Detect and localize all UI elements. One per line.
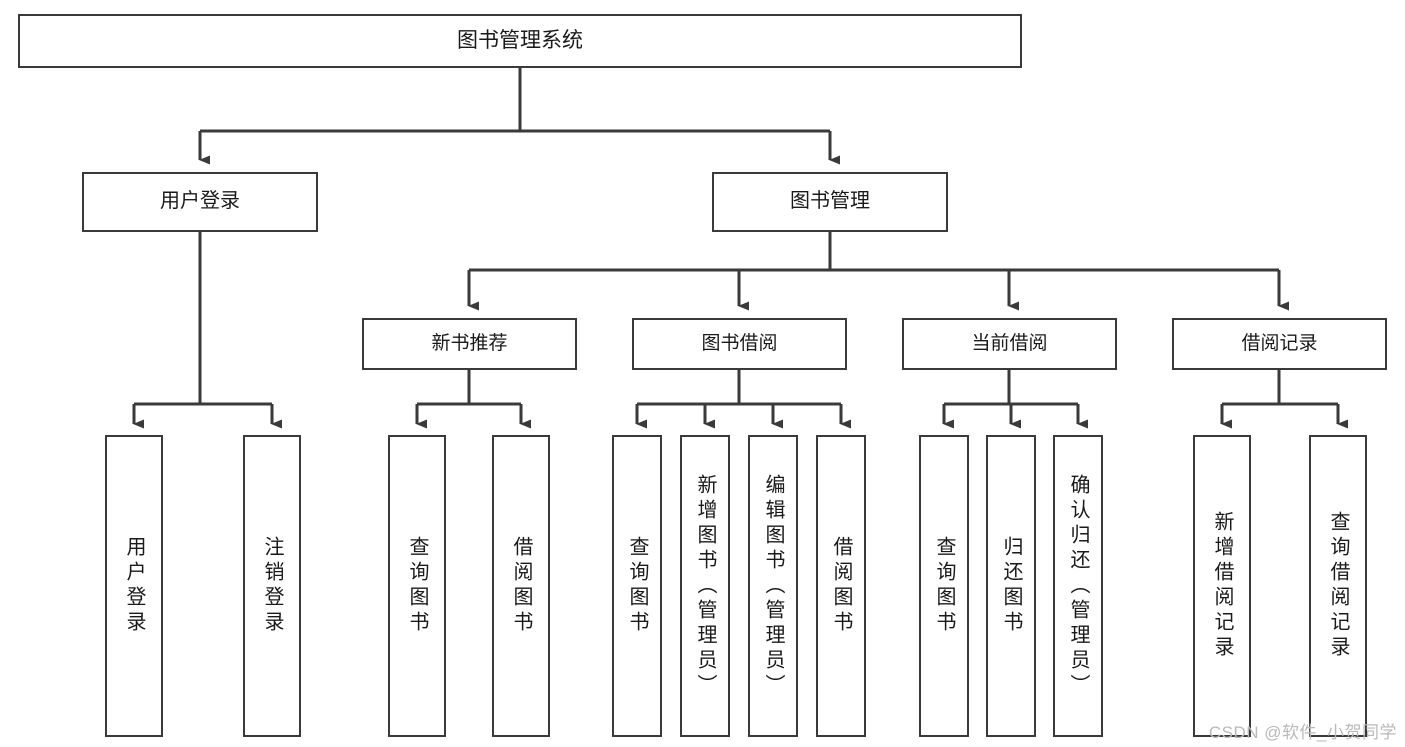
watermark: CSDN @软件_小贺同学	[1208, 723, 1397, 742]
node-user-login[interactable]: 用户登录	[82, 172, 318, 232]
node-book-management-system[interactable]: 图书管理系统	[18, 14, 1022, 68]
leaf-node-query-borrow-record[interactable]: 查询借阅记录	[1309, 435, 1367, 737]
node-label: 新书推荐	[431, 332, 508, 354]
leaf-node-add-book-admin[interactable]: 新增图书（管理员）	[680, 435, 730, 737]
node-label: 归还图书	[1000, 536, 1022, 636]
node-label: 图书借阅	[701, 332, 778, 354]
leaf-node-add-borrow-record[interactable]: 新增借阅记录	[1193, 435, 1251, 737]
node-label: 查询图书	[933, 536, 955, 636]
node-borrow-record[interactable]: 借阅记录	[1172, 318, 1387, 370]
node-label: 用户登录	[123, 536, 145, 636]
node-new-book-recommend[interactable]: 新书推荐	[362, 318, 577, 370]
node-label: 新增借阅记录	[1211, 511, 1233, 661]
node-label: 图书管理系统	[457, 28, 583, 52]
node-label: 图书管理	[790, 190, 870, 213]
leaf-node-borrow-book-rec[interactable]: 借阅图书	[492, 435, 550, 737]
leaf-node-query-book-current[interactable]: 查询图书	[919, 435, 969, 737]
node-label: 确认归还（管理员）	[1067, 473, 1089, 699]
node-label: 查询借阅记录	[1327, 511, 1349, 661]
node-label: 借阅图书	[510, 536, 532, 636]
leaf-node-query-book-rec[interactable]: 查询图书	[388, 435, 446, 737]
node-label: 注销登录	[261, 536, 283, 636]
node-book-borrow[interactable]: 图书借阅	[632, 318, 847, 370]
leaf-node-user-login[interactable]: 用户登录	[105, 435, 163, 737]
leaf-node-confirm-return-admin[interactable]: 确认归还（管理员）	[1053, 435, 1103, 737]
node-book-management[interactable]: 图书管理	[712, 172, 948, 232]
node-label: 用户登录	[160, 190, 240, 213]
node-label: 借阅记录	[1241, 332, 1318, 354]
node-label: 当前借阅	[971, 332, 1048, 354]
leaf-node-query-book-borrow[interactable]: 查询图书	[612, 435, 662, 737]
leaf-node-logout[interactable]: 注销登录	[243, 435, 301, 737]
node-label: 编辑图书（管理员）	[762, 473, 784, 699]
node-label: 查询图书	[626, 536, 648, 636]
node-current-borrow[interactable]: 当前借阅	[902, 318, 1117, 370]
leaf-node-edit-book-admin[interactable]: 编辑图书（管理员）	[748, 435, 798, 737]
leaf-node-return-book[interactable]: 归还图书	[986, 435, 1036, 737]
node-label: 借阅图书	[830, 536, 852, 636]
node-label: 查询图书	[406, 536, 428, 636]
node-label: 新增图书（管理员）	[694, 473, 716, 699]
leaf-node-borrow-book[interactable]: 借阅图书	[816, 435, 866, 737]
